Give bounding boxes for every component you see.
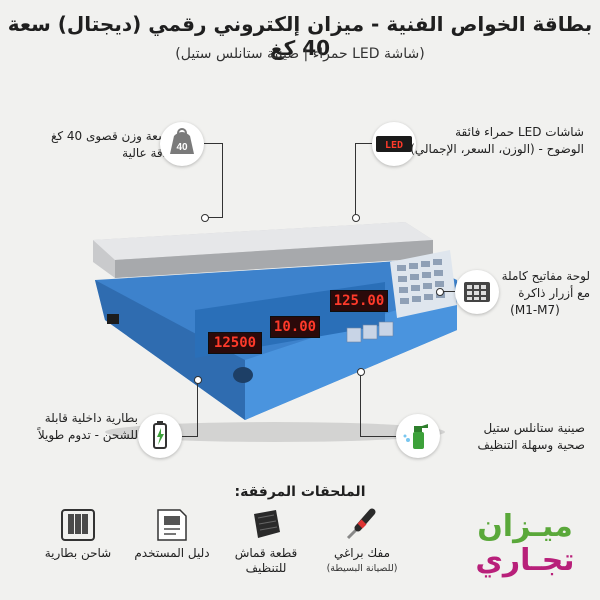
- feature-battery: بطارية داخلية قابلة للشحن - تدوم طويلاً: [37, 411, 138, 442]
- keypad-icon: [455, 270, 499, 314]
- feature-tray: صينية ستانلس ستيل صحية وسهلة التنظيف: [477, 421, 585, 452]
- svg-text:LED: LED: [385, 140, 403, 151]
- scale-display-weight: 12500: [208, 332, 262, 354]
- accessory-user-manual: دليل المستخدم: [134, 546, 210, 560]
- svg-text:40: 40: [176, 142, 188, 153]
- user-manual-icon: [157, 509, 187, 541]
- feature-keypad: لوحة مفاتيح كاملة مع أزرار ذاكرة (M1-M7): [501, 269, 590, 317]
- accessory-cleaning-cloth: قطعة قماش للتنظيف: [234, 546, 298, 575]
- weight-icon: 40: [160, 122, 204, 166]
- brand-logo: ميـزان تجـاري: [475, 509, 575, 578]
- scale-display-unit-price: 10.00: [270, 316, 320, 338]
- spray-bottle-icon: [396, 414, 440, 458]
- battery-icon: [138, 414, 182, 458]
- accessory-screwdriver: مفك براغي (للصيانة البسيطة): [326, 546, 398, 574]
- feature-capacity: سعة وزن قصوى 40 كغ دقة عالية: [50, 129, 168, 160]
- page-title: بطاقة الخواص الفنية - ميزان إلكتروني رقم…: [7, 12, 593, 60]
- cleaning-cloth-icon: [254, 510, 280, 538]
- led-icon: LED: [372, 122, 416, 166]
- accessories-heading: الملحقات المرفقة:: [234, 484, 366, 500]
- screwdriver-icon: [346, 508, 376, 540]
- battery-charger-icon: [61, 509, 95, 541]
- accessory-charger: شاحن بطارية: [44, 546, 112, 560]
- feature-led-display: شاشات LED حمراء فائقة الوضوح - (الوزن، ا…: [410, 125, 584, 156]
- scale-display-total-price: 125.00: [330, 290, 388, 312]
- page-subtitle: (شاشة LED حمراء | صينية ستانلس ستيل): [175, 46, 425, 62]
